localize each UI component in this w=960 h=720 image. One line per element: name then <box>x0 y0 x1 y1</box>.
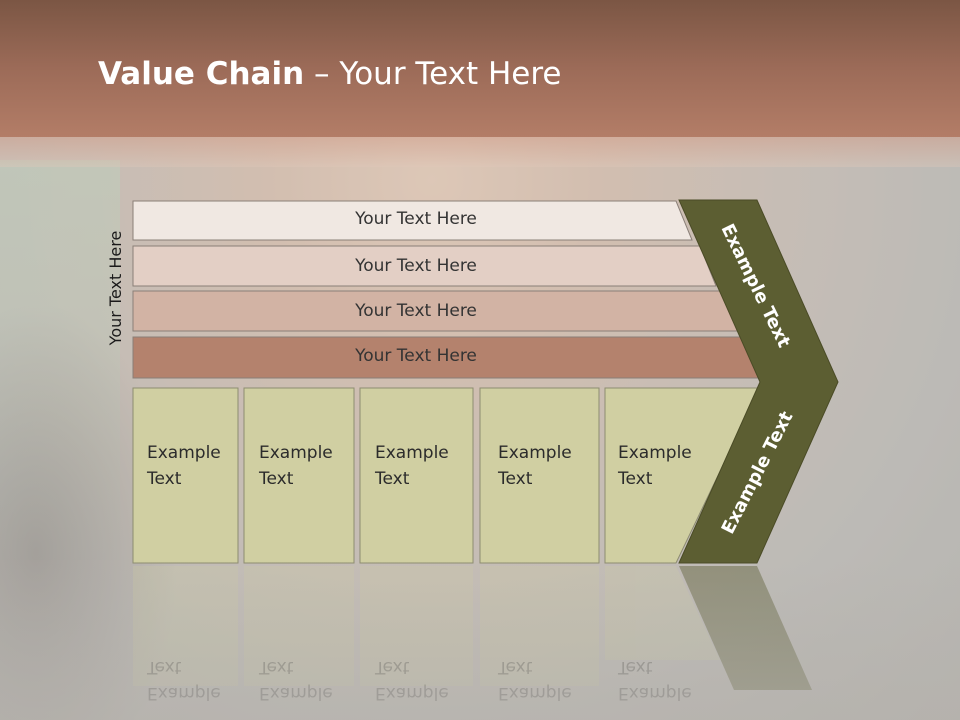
background-foliage <box>0 160 120 560</box>
slide-title[interactable]: Value Chain – Your Text Here <box>98 52 561 96</box>
column-label-3-line2: Text <box>375 469 410 489</box>
slide-title-rest: – Your Text Here <box>304 56 562 92</box>
bar-shape-1[interactable] <box>132 200 693 241</box>
column-label-1-line1: Example <box>147 443 221 463</box>
column-box-4[interactable] <box>479 387 600 564</box>
chevron-arrow[interactable] <box>678 199 839 564</box>
title-bar-band <box>0 137 960 167</box>
column-label-5-line1: Example <box>618 443 692 463</box>
column-label-4-line1: Example <box>498 443 572 463</box>
column-box-3[interactable] <box>359 387 474 564</box>
bar-label-3: Your Text Here <box>355 301 477 321</box>
column-box-2[interactable] <box>243 387 355 564</box>
column-label-2-line2: Text <box>259 469 294 489</box>
column-label-2-line1: Example <box>259 443 333 463</box>
title-bar <box>0 0 960 137</box>
column-label-4-line2: Text <box>498 469 533 489</box>
reflection-fade <box>0 560 960 720</box>
column-label-3-line1: Example <box>375 443 449 463</box>
slide-title-bold: Value Chain <box>98 56 305 92</box>
bar-label-4: Your Text Here <box>355 346 477 366</box>
bar-label-1: Your Text Here <box>355 209 477 229</box>
bar-shape-2[interactable] <box>132 245 717 287</box>
column-label-1-line2: Text <box>147 469 182 489</box>
bar-label-2: Your Text Here <box>355 256 477 276</box>
column-label-5-line2: Text <box>618 469 653 489</box>
